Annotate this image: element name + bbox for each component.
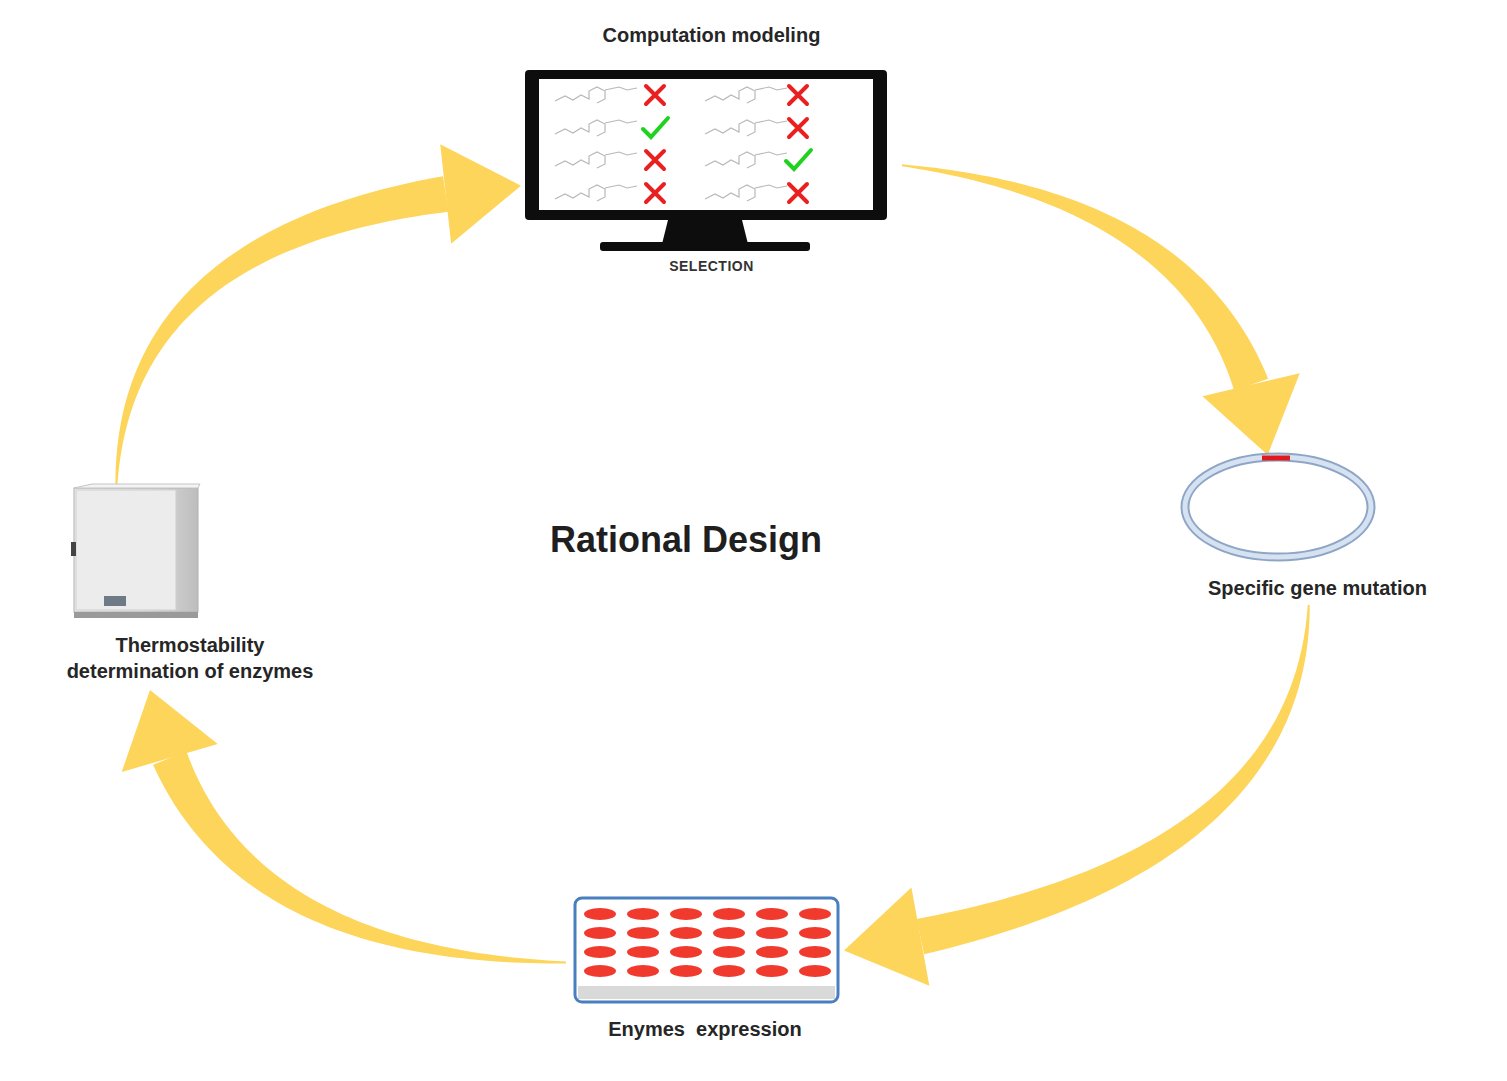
computer-monitor: [525, 70, 887, 251]
cycle-arrow: [122, 690, 566, 964]
step-node: Enymes expression: [566, 895, 844, 1045]
step-node: Specific gene mutation: [1171, 455, 1464, 605]
screen-caption: SELECTION: [521, 257, 902, 275]
plasmid-ring: [1185, 457, 1371, 557]
step-label: Thermostability determination of enzymes: [50, 632, 330, 684]
diagram-title: Rational Design: [550, 519, 822, 561]
cycle-arrow: [115, 144, 521, 485]
step-label: Computation modeling: [521, 22, 902, 48]
step-node: Thermostability determination of enzymes: [30, 485, 350, 690]
cycle-arrow: [902, 164, 1300, 455]
step-label: Specific gene mutation: [1171, 575, 1464, 601]
step-label: Enymes expression: [566, 1016, 844, 1042]
step-node: Computation modelingSELECTION: [521, 20, 902, 275]
well-plate: [575, 898, 838, 1002]
cycle-arrow: [844, 605, 1310, 986]
incubator-oven: [71, 484, 200, 618]
